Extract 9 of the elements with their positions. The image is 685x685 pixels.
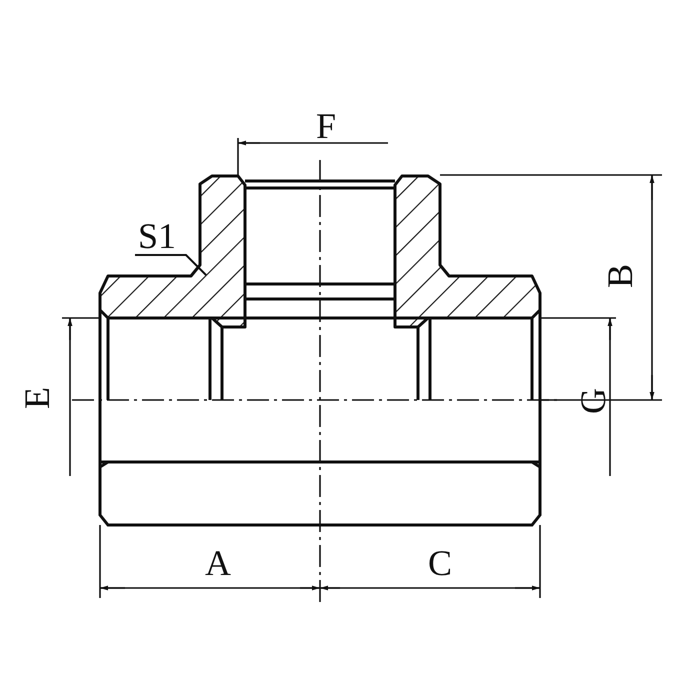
dimension-label: E [19, 387, 55, 409]
dimension-label: C [428, 545, 452, 581]
part-label: S1 [138, 218, 176, 254]
dimension-label: G [575, 388, 611, 414]
dimension-label: F [316, 108, 336, 144]
leader-line [135, 254, 207, 276]
dimension-label: A [205, 545, 231, 581]
tee-fitting-drawing [98, 174, 542, 526]
dimension-label: B [602, 264, 638, 288]
